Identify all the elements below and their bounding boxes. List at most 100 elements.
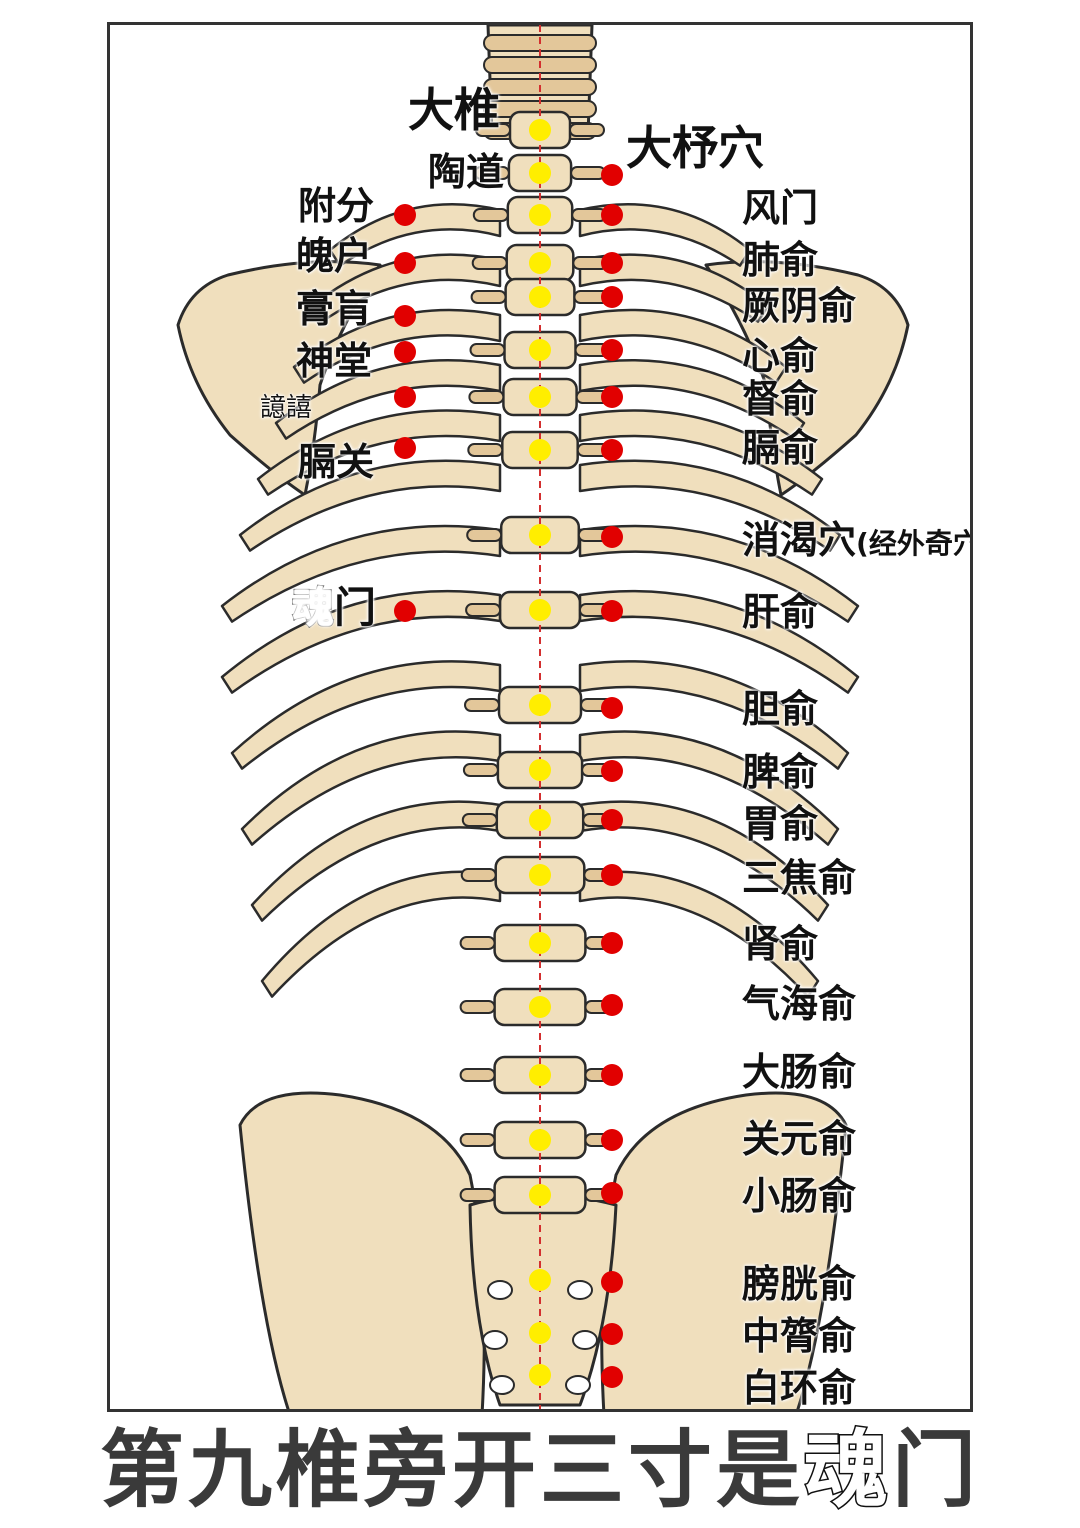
label-xiaoke: 消渴穴(经外奇穴): [742, 521, 973, 559]
governor-point: [529, 996, 551, 1018]
bladder-point-right: [601, 809, 623, 831]
sacral-foramen: [490, 1376, 514, 1394]
transverse-process: [461, 1001, 495, 1013]
governor-point: [529, 119, 551, 141]
bladder-point-left: [394, 386, 416, 408]
governor-point: [529, 252, 551, 274]
label-fengmen: 风门: [742, 189, 818, 227]
transverse-process: [461, 1069, 495, 1081]
governor-point: [529, 599, 551, 621]
sacral-foramen: [568, 1281, 592, 1299]
label-dazhui: 大椎: [408, 87, 500, 133]
label-guanyuanshu: 关元俞: [742, 1120, 856, 1158]
governor-point: [529, 694, 551, 716]
transverse-process: [465, 699, 499, 711]
governor-point: [529, 386, 551, 408]
governor-point: [529, 809, 551, 831]
label-taodao: 陶道: [428, 153, 504, 191]
transverse-process: [467, 529, 501, 541]
bladder-point-right: [601, 1129, 623, 1151]
governor-point: [529, 1322, 551, 1344]
bladder-point-right: [601, 339, 623, 361]
label-shentang: 神堂: [296, 342, 372, 380]
label-pohu: 魄户: [296, 237, 372, 275]
governor-point: [529, 932, 551, 954]
label-gaohuang: 膏肓: [296, 290, 372, 328]
bladder-point-right: [601, 286, 623, 308]
bladder-point-right: [601, 204, 623, 226]
bladder-point-right: [601, 1271, 623, 1293]
label-zhonglvshu: 中膂俞: [742, 1317, 856, 1355]
bladder-point-right: [601, 164, 623, 186]
label-xiaoke-note: (经外奇穴): [856, 527, 973, 560]
transverse-process: [472, 291, 506, 303]
bladder-point-right: [601, 252, 623, 274]
bladder-point-right: [601, 864, 623, 886]
bladder-point-left: [394, 252, 416, 274]
label-dachangshu: 大肠俞: [742, 1053, 856, 1091]
label-xiaoke-name: 消渴穴: [742, 518, 856, 562]
label-dushu: 督俞: [742, 380, 818, 418]
bladder-point-right: [601, 600, 623, 622]
label-fufen: 附分: [298, 187, 374, 225]
bladder-point-right: [601, 932, 623, 954]
diagram-frame: 大椎 陶道 大杼穴 附分 魄户 膏肓 神堂 譩譆 膈关 魂门 风门 肺俞 厥阴俞…: [107, 22, 973, 1412]
transverse-process: [469, 391, 503, 403]
governor-point: [529, 439, 551, 461]
label-xiaochangshu: 小肠俞: [742, 1177, 856, 1215]
governor-point: [529, 864, 551, 886]
label-yixi: 譩譆: [260, 395, 312, 421]
bladder-point-left: [394, 600, 416, 622]
transverse-process: [461, 1189, 495, 1201]
sacral-foramen: [566, 1376, 590, 1394]
governor-point: [529, 1129, 551, 1151]
governor-point: [529, 339, 551, 361]
sacral-foramen: [573, 1331, 597, 1349]
label-jueyinshu: 厥阴俞: [742, 287, 856, 325]
bladder-point-right: [601, 697, 623, 719]
governor-point: [529, 204, 551, 226]
transverse-process: [474, 209, 508, 221]
sacral-foramen: [488, 1281, 512, 1299]
label-hunmen-rest: 门: [334, 583, 376, 632]
governor-point: [529, 759, 551, 781]
transverse-process: [471, 344, 505, 356]
governor-point: [529, 1364, 551, 1386]
bladder-point-right: [601, 760, 623, 782]
label-sanjiaoshu: 三焦俞: [742, 859, 856, 897]
governor-point: [529, 286, 551, 308]
transverse-process: [571, 167, 605, 179]
transverse-process: [462, 869, 496, 881]
bladder-point-right: [601, 1366, 623, 1388]
transverse-process: [570, 124, 604, 136]
sacral-foramen: [483, 1331, 507, 1349]
left-ilium: [240, 1093, 484, 1412]
label-geguan: 膈关: [298, 443, 374, 481]
label-hunmen-highlight: 魂: [292, 583, 334, 632]
bladder-point-right: [601, 1064, 623, 1086]
caption-end: 门: [892, 1421, 980, 1519]
label-baihuanshu: 白环俞: [742, 1369, 856, 1407]
bladder-point-right: [601, 1323, 623, 1345]
governor-point: [529, 1184, 551, 1206]
governor-point: [529, 524, 551, 546]
label-geshu: 膈俞: [742, 429, 818, 467]
bladder-point-left: [394, 305, 416, 327]
bladder-point-right: [601, 1182, 623, 1204]
bladder-point-left: [394, 204, 416, 226]
caption-main: 第九椎旁开三寸是: [100, 1421, 804, 1519]
label-dazhu: 大杼穴: [626, 125, 764, 171]
governor-point: [529, 1064, 551, 1086]
bladder-point-left: [394, 341, 416, 363]
governor-point: [529, 162, 551, 184]
transverse-process: [461, 937, 495, 949]
transverse-process: [463, 814, 497, 826]
label-ganshu: 肝俞: [742, 593, 818, 631]
caption: 第九椎旁开三寸是魂门: [0, 1420, 1080, 1520]
transverse-process: [464, 764, 498, 776]
transverse-process: [468, 444, 502, 456]
bladder-point-left: [394, 437, 416, 459]
label-shenshu: 肾俞: [742, 925, 818, 963]
label-pangguangshu: 膀胱俞: [742, 1265, 856, 1303]
bladder-point-right: [601, 526, 623, 548]
